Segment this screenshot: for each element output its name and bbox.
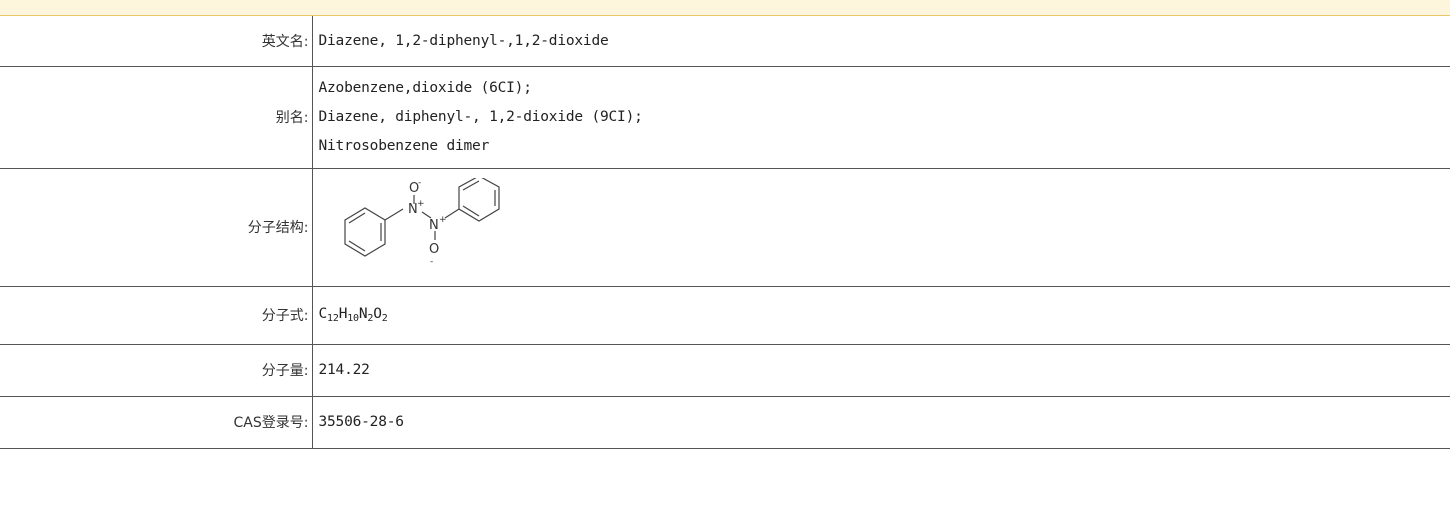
bond-ring-to-n-left (384, 208, 403, 221)
row-formula: 分子式: C12H10N2O2 (0, 285, 1450, 345)
right-ring-inner-bond (462, 180, 479, 191)
structure-value: O - N + N + O - (311, 167, 1450, 287)
formula-element: O (373, 306, 382, 322)
formula-value: C12H10N2O2 (311, 285, 1450, 345)
bond-n-right-to-ring (444, 208, 459, 219)
atom-oxygen-top: O (409, 181, 419, 196)
charge-oxygen-bottom: - (430, 257, 433, 267)
row-cas-number: CAS登录号: 35506-28-6 (0, 395, 1450, 449)
formula-element: C (318, 306, 328, 322)
right-benzene-ring (457, 178, 500, 222)
row-aliases: 别名: Azobenzene,dioxide (6CI); Diazene, d… (0, 65, 1450, 169)
molecular-weight-value: 214.22 (311, 343, 1450, 397)
left-ring-inner-bond (348, 240, 365, 252)
alias-item: Nitrosobenzene dimer (318, 137, 490, 154)
right-ring-inner-bond (462, 205, 479, 217)
left-benzene-ring (343, 207, 386, 257)
bond-n-n (421, 211, 431, 219)
row-molecular-weight: 分子量: 214.22 (0, 343, 1450, 397)
formula-element: N (358, 306, 368, 322)
formula-count: 2 (367, 313, 374, 324)
atom-oxygen-bottom: O (429, 242, 439, 257)
formula-element: H (338, 306, 348, 322)
atom-nitrogen-right: N (429, 218, 439, 233)
formula-count: 10 (347, 313, 359, 324)
header-band (0, 0, 1450, 16)
aliases-label: 别名: (0, 65, 313, 169)
formula-count: 12 (327, 313, 339, 324)
alias-item: Azobenzene,dioxide (6CI); (318, 79, 532, 96)
aliases-value: Azobenzene,dioxide (6CI); Diazene, diphe… (311, 65, 1450, 169)
compound-info-table: 英文名: Diazene, 1,2-diphenyl-,1,2-dioxide … (0, 16, 1450, 449)
alias-item: Diazene, diphenyl-, 1,2-dioxide (9CI); (318, 108, 643, 125)
cas-value: 35506-28-6 (311, 395, 1450, 449)
molecular-structure-diagram: O - N + N + O - (343, 178, 500, 267)
row-structure: 分子结构: (0, 167, 1450, 287)
left-ring-inner-bond (348, 212, 365, 224)
formula-count: 2 (381, 313, 388, 324)
charge-nitrogen-right: + (439, 215, 446, 225)
english-name-label: 英文名: (0, 16, 313, 67)
structure-label: 分子结构: (0, 167, 313, 287)
cas-label: CAS登录号: (0, 395, 313, 449)
english-name-value: Diazene, 1,2-diphenyl-,1,2-dioxide (311, 16, 1450, 67)
molecular-weight-label: 分子量: (0, 343, 313, 397)
atom-nitrogen-left: N (408, 202, 418, 217)
charge-oxygen-top: - (418, 178, 421, 188)
formula-label: 分子式: (0, 285, 313, 345)
row-english-name: 英文名: Diazene, 1,2-diphenyl-,1,2-dioxide (0, 16, 1450, 67)
charge-nitrogen-left: + (417, 199, 424, 209)
